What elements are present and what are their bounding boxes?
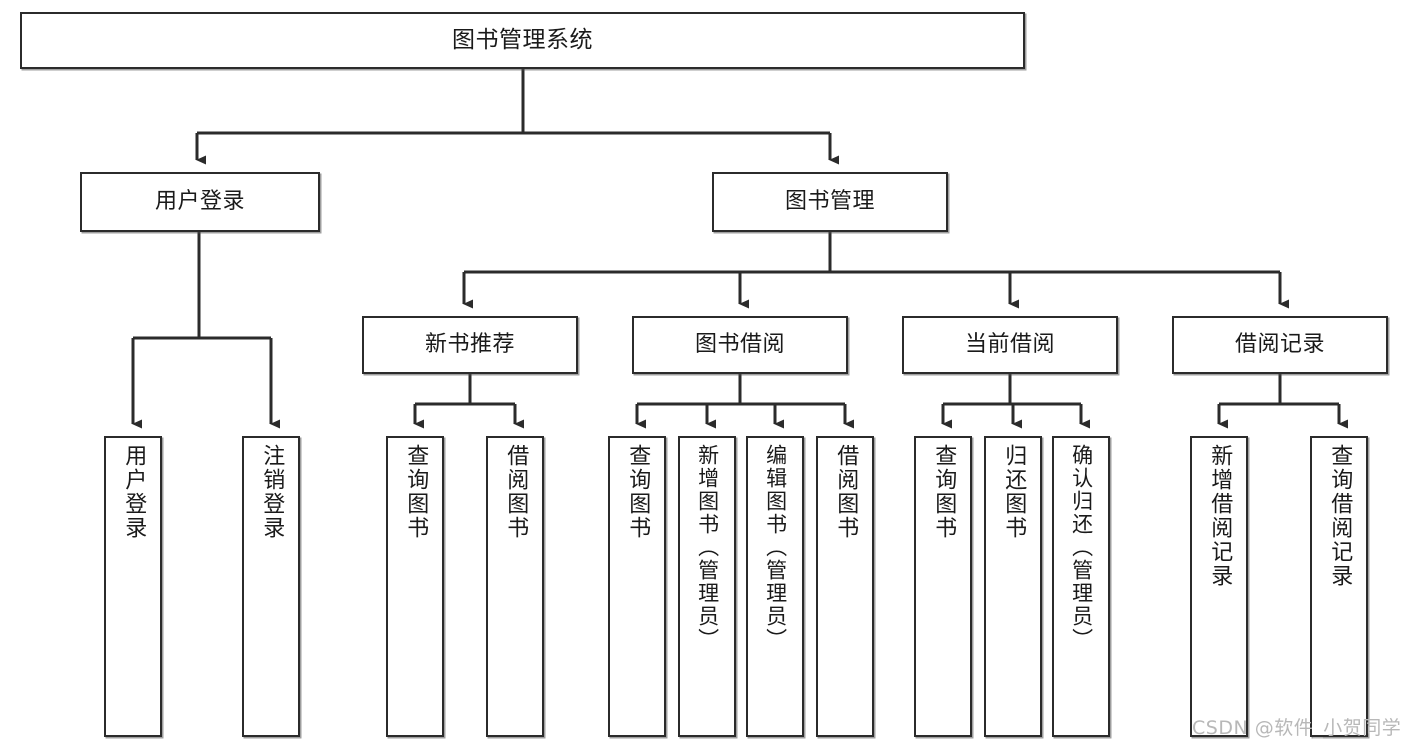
node-leaf-query-book-1[interactable]: 查询图书 — [386, 436, 444, 737]
node-leaf-query-record[interactable]: 查询借阅记录 — [1310, 436, 1368, 737]
node-leaf-add-record-label: 新增借阅记录 — [1207, 444, 1233, 588]
node-borrow-record-label: 借阅记录 — [1234, 331, 1325, 357]
node-leaf-borrow-book-2[interactable]: 借阅图书 — [816, 436, 874, 737]
node-book-borrow-label: 图书借阅 — [694, 331, 785, 357]
node-current-borrow-label: 当前借阅 — [964, 331, 1055, 357]
node-leaf-query-book-2-label: 查询图书 — [625, 444, 651, 540]
node-leaf-logout-label: 注销登录 — [259, 444, 285, 540]
node-user-login-label: 用户登录 — [154, 188, 245, 214]
node-new-book-recommend-label: 新书推荐 — [424, 331, 515, 357]
node-book-borrow[interactable]: 图书借阅 — [632, 316, 848, 374]
node-root-label: 图书管理系统 — [452, 26, 593, 53]
node-leaf-query-book-1-label: 查询图书 — [403, 444, 429, 540]
node-new-book-recommend[interactable]: 新书推荐 — [362, 316, 578, 374]
node-root[interactable]: 图书管理系统 — [20, 12, 1025, 69]
node-leaf-query-book-3[interactable]: 查询图书 — [914, 436, 972, 737]
node-borrow-record[interactable]: 借阅记录 — [1172, 316, 1388, 374]
node-leaf-query-book-2[interactable]: 查询图书 — [608, 436, 666, 737]
node-leaf-return-book[interactable]: 归还图书 — [984, 436, 1042, 737]
node-leaf-borrow-book-1[interactable]: 借阅图书 — [486, 436, 544, 737]
node-leaf-query-book-3-label: 查询图书 — [931, 444, 957, 540]
node-current-borrow[interactable]: 当前借阅 — [902, 316, 1118, 374]
node-leaf-confirm-return-label: 确认归还（管理员） — [1069, 444, 1094, 651]
node-leaf-add-book-label: 新增图书（管理员） — [695, 444, 720, 651]
node-leaf-add-book[interactable]: 新增图书（管理员） — [678, 436, 736, 737]
node-leaf-confirm-return[interactable]: 确认归还（管理员） — [1052, 436, 1110, 737]
node-leaf-borrow-book-1-label: 借阅图书 — [503, 444, 529, 540]
node-book-manage-label: 图书管理 — [784, 188, 875, 214]
csdn-watermark: CSDN @软件_小贺同学 — [1192, 717, 1402, 739]
node-leaf-query-record-label: 查询借阅记录 — [1327, 444, 1353, 588]
node-leaf-user-login-label: 用户登录 — [121, 444, 147, 540]
node-leaf-edit-book[interactable]: 编辑图书（管理员） — [746, 436, 804, 737]
node-leaf-add-record[interactable]: 新增借阅记录 — [1190, 436, 1248, 737]
node-book-manage[interactable]: 图书管理 — [712, 172, 948, 232]
node-leaf-user-login[interactable]: 用户登录 — [104, 436, 162, 737]
node-user-login[interactable]: 用户登录 — [80, 172, 320, 232]
node-leaf-return-book-label: 归还图书 — [1001, 444, 1027, 540]
node-leaf-logout[interactable]: 注销登录 — [242, 436, 300, 737]
node-leaf-edit-book-label: 编辑图书（管理员） — [763, 444, 788, 651]
node-leaf-borrow-book-2-label: 借阅图书 — [833, 444, 859, 540]
